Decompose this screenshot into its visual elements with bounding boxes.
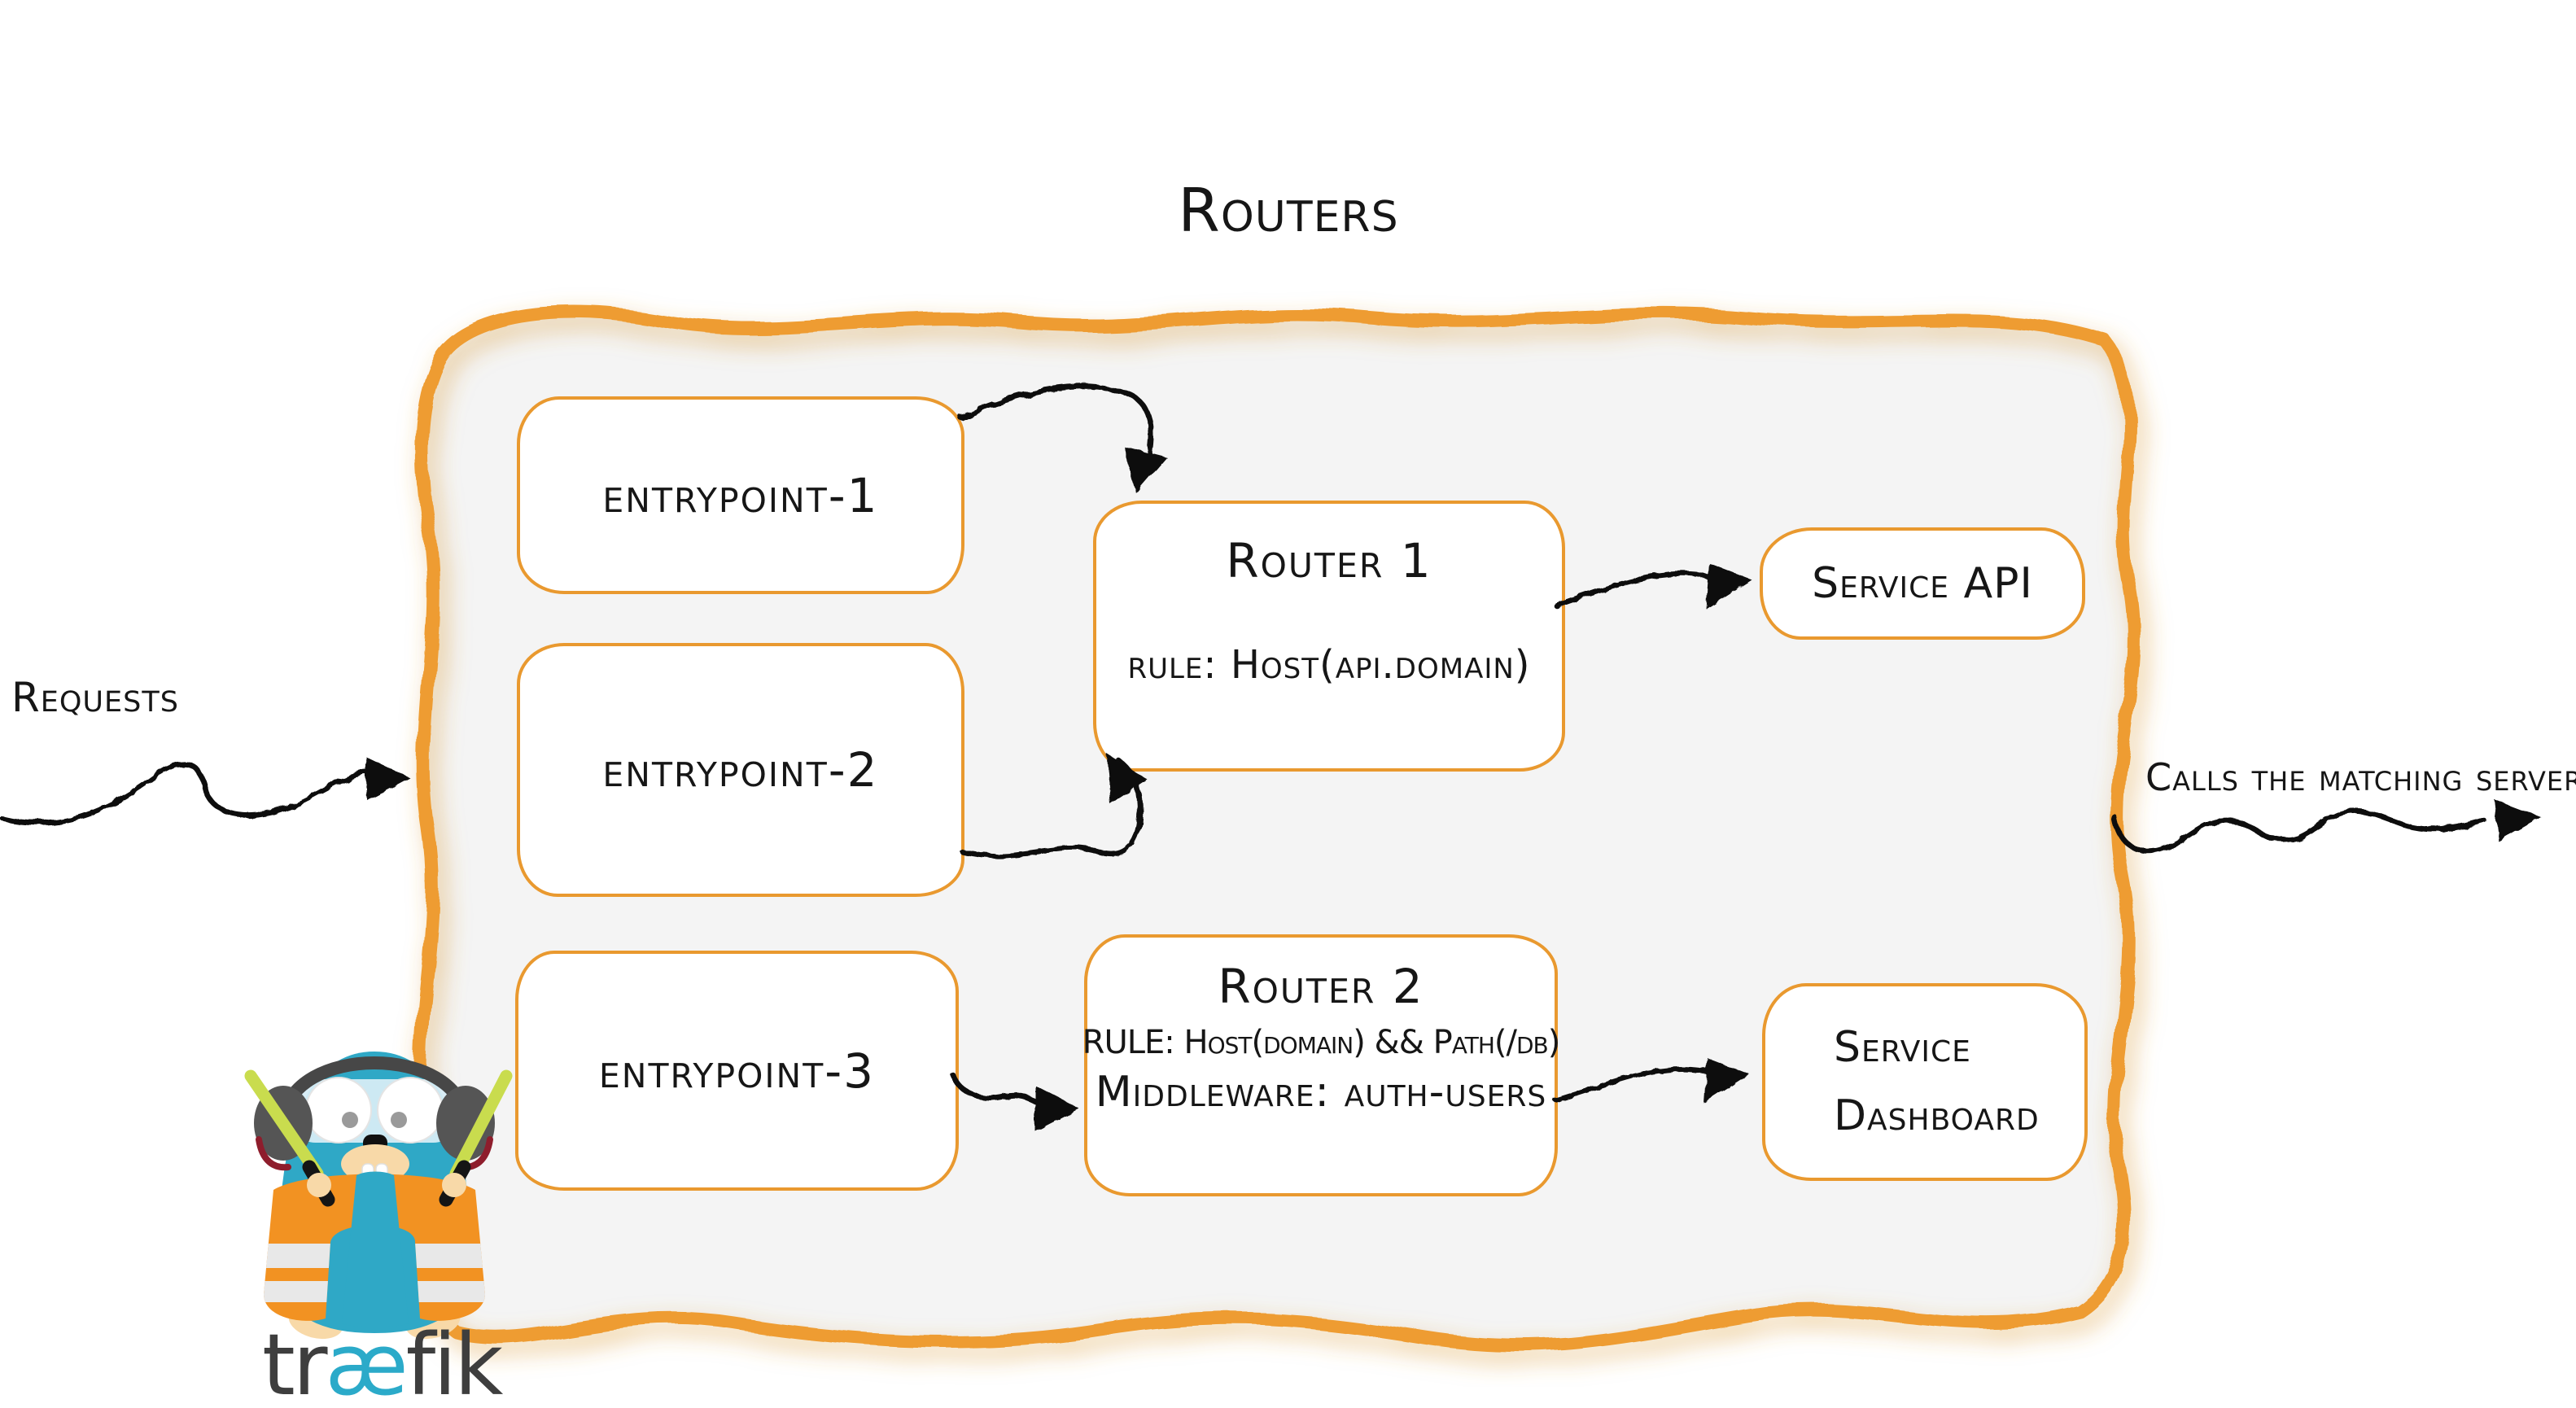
router-2-title: Router 2 <box>1218 959 1424 1014</box>
ep1-arrowhead-icon <box>1123 446 1167 493</box>
requests-arrowhead-icon <box>366 757 410 801</box>
r1-arrowhead-icon <box>1706 563 1752 609</box>
router-1-rule: rule: Host(api.domain) <box>1127 642 1531 688</box>
entrypoint1-to-router1-arrow <box>957 383 1154 483</box>
router1-to-service-api-arrow <box>1553 571 1717 609</box>
r2-arrowhead-icon <box>1704 1058 1750 1104</box>
entrypoint-2-label: entrypoint-2 <box>602 742 879 798</box>
service-dashboard-label-line2: Dashboard <box>1834 1091 2040 1140</box>
page-title: Routers <box>1178 176 1399 246</box>
traefik-wordmark: træfik <box>262 1315 504 1408</box>
ep3-arrowhead-icon <box>1035 1086 1079 1131</box>
calls-arrowhead-icon <box>2494 799 2541 842</box>
service-api-label: Service API <box>1812 559 2033 608</box>
requests-arrow <box>0 761 394 826</box>
entrypoint2-to-router1-arrow <box>959 757 1143 859</box>
calls-matching-server-label: Calls the matching server <box>2145 755 2576 799</box>
entrypoint3-to-router2-arrow <box>951 1073 1048 1109</box>
entrypoint-3-box: entrypoint-3 <box>515 951 959 1191</box>
entrypoint-3-label: entrypoint-3 <box>598 1043 876 1099</box>
router-1-box: Router 1 rule: Host(api.domain) <box>1093 501 1565 772</box>
wordmark-ae: æ <box>325 1315 409 1408</box>
router-2-box: Router 2 RULE: Host(domain) && Path(/db)… <box>1082 934 1561 1196</box>
router-2-middleware: Middleware: auth-users <box>1095 1068 1547 1117</box>
service-dashboard-box: Service Dashboard <box>1762 983 2088 1181</box>
calls-arrow <box>2111 808 2487 855</box>
router2-to-service-dashboard-arrow <box>1553 1066 1721 1104</box>
service-dashboard-label-line1: Service <box>1834 1023 1971 1073</box>
entrypoint-2-box: entrypoint-2 <box>517 643 964 897</box>
router-2-rule: RULE: Host(domain) && Path(/db) <box>1082 1024 1561 1061</box>
service-api-box: Service API <box>1760 527 2085 640</box>
entrypoint-1-label: entrypoint-1 <box>602 467 879 523</box>
entrypoint-1-box: entrypoint-1 <box>517 396 964 594</box>
requests-label: Requests <box>11 674 179 721</box>
wordmark-tr: tr <box>262 1315 328 1408</box>
wordmark-fik: fik <box>405 1315 504 1408</box>
router-1-title: Router 1 <box>1226 533 1432 588</box>
